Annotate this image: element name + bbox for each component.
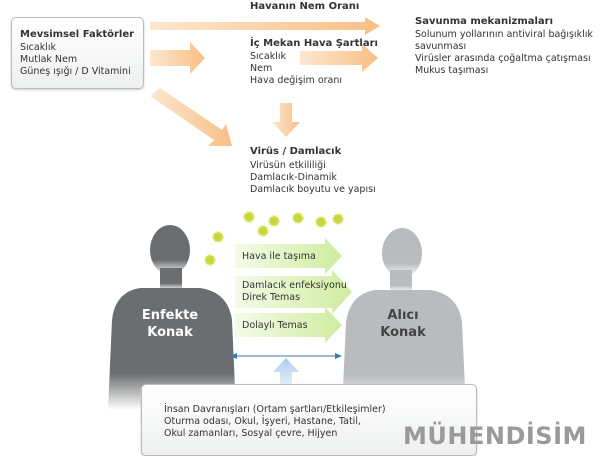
infected-host-silhouette: [108, 225, 236, 410]
defense-item: Virüsler arasında çoğaltma çatışması: [415, 53, 591, 64]
arrow-indoor-to-virus: [272, 103, 300, 137]
recipient-host-label: Alıcı Konak: [363, 307, 443, 341]
transmission-arrow-air: [235, 238, 342, 274]
behavior-item: İnsan Davranışları (Ortam şartları/Etkil…: [164, 404, 386, 415]
virus-item: Damlacık boyutu ve yapısı: [250, 184, 376, 195]
virus-item: Virüsün etkililiği: [250, 160, 326, 171]
defense-mechanisms: Savunma mekanizmaları Solunum yollarının…: [415, 16, 593, 77]
transmission-indirect-label: Dolaylı Temas: [242, 320, 308, 331]
defense-item: Mukus taşıması: [415, 65, 489, 76]
virus-particles: [204, 211, 344, 266]
transmission-droplet-label: Damlacık enfeksiyonu: [242, 280, 347, 291]
arrow-seasonal-to-defense: [150, 17, 380, 35]
virus-title: Virüs / Damlacık: [250, 146, 342, 157]
virus-item: Damlacık-Dinamik: [250, 172, 337, 183]
seasonal-item: Mutlak Nem: [20, 54, 78, 65]
transmission-air-label: Hava ile taşıma: [242, 251, 316, 262]
recipient-host-line: Konak: [380, 325, 426, 340]
transmission-arrow-indirect: [235, 307, 342, 343]
watermark-logo: MÜHENDİSİM: [403, 422, 587, 450]
virus-droplet: Virüs / Damlacık Virüsün etkililiği Daml…: [250, 146, 376, 196]
indoor-conditions: İç Mekan Hava Şartları Sıcaklık Nem Hava…: [250, 38, 378, 87]
arrow-indoor-to-defense: [300, 44, 378, 72]
infected-host-line: Enfekte: [141, 308, 199, 323]
arrow-seasonal-to-virus: [150, 88, 232, 146]
seasonal-title: Mevsimsel Faktörler: [20, 29, 135, 40]
recipient-host-silhouette: [342, 228, 466, 410]
behavior-item: Okul zamanları, Sosyal çevre, Hijyen: [164, 428, 338, 439]
indoor-item: Hava değişim oranı: [250, 75, 343, 86]
recipient-host-line: Alıcı: [387, 308, 419, 323]
seasonal-item: Güneş ışığı / D Vitamini: [20, 66, 131, 77]
transmission-arrow-droplet: [235, 270, 352, 314]
indoor-item: Nem: [250, 63, 273, 74]
indoor-title: İç Mekan Hava Şartları: [250, 38, 378, 49]
infected-host-label: Enfekte Konak: [130, 307, 210, 341]
indoor-item: Sıcaklık: [250, 51, 286, 62]
seasonal-item: Sıcaklık: [20, 42, 56, 53]
transmission-direct-label: Direk Temas: [242, 292, 301, 303]
defense-title: Savunma mekanizmaları: [415, 16, 554, 27]
human-behavior-box: İnsan Davranışları (Ortam şartları/Etkil…: [141, 384, 477, 456]
infected-host-line: Konak: [147, 325, 193, 340]
behavior-item: Oturma odası, Okul, İşyeri, Hastane, Tat…: [164, 416, 361, 427]
seasonal-factors-box: Mevsimsel Faktörler Sıcaklık Mutlak Nem …: [11, 17, 144, 89]
defense-item: Solunum yollarının antiviral bağışıklık: [415, 29, 593, 40]
defense-item: savunması: [415, 41, 467, 52]
arrow-seasonal-to-indoor: [150, 42, 205, 74]
behavior-up-arrow: [273, 358, 299, 384]
humidity-label: Havanın Nem Oranı: [250, 1, 360, 12]
bidirectional-arrow: [230, 353, 342, 359]
